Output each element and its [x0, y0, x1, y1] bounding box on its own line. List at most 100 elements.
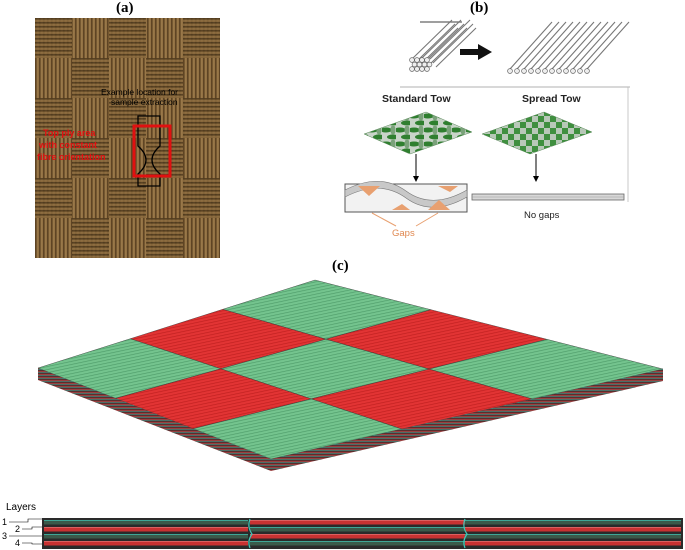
layer-band: [465, 527, 681, 532]
layers-cross-section: [42, 518, 683, 549]
layer-band: [44, 541, 248, 546]
sample-outline: [137, 115, 161, 187]
fibre-end: [419, 57, 425, 63]
weave-check: [183, 178, 220, 218]
no-gaps-label: No gaps: [524, 210, 560, 221]
fibre: [544, 21, 588, 70]
layer-band: [250, 541, 465, 546]
panel-label-b: (b): [470, 0, 489, 16]
plate-left-edge: [38, 368, 271, 471]
weave-check: [109, 178, 146, 218]
ply-joint: [248, 518, 253, 549]
spread-tow-cross-section: [471, 193, 625, 201]
weave-check: [72, 58, 109, 98]
panel-c-model: Layers 1 2 3 4: [2, 279, 683, 549]
arrow-right-icon: [460, 44, 492, 60]
weave-check: [146, 58, 183, 98]
layer-band: [44, 527, 248, 532]
fibre: [537, 21, 581, 70]
constant-orientation-box: [132, 124, 172, 178]
svg-text:2: 2: [15, 524, 20, 534]
fibre: [509, 21, 553, 70]
layer-band: [465, 534, 681, 539]
fibre-end: [521, 68, 527, 74]
standard-tow-cross-section: [344, 181, 468, 213]
fibre: [586, 21, 630, 70]
weave-check: [109, 98, 146, 138]
svg-text:with constant: with constant: [38, 140, 97, 150]
fibre-end: [514, 68, 520, 74]
layer-band: [250, 534, 465, 539]
fibre: [558, 21, 602, 70]
fibre: [429, 19, 471, 60]
weave-check: [146, 218, 183, 258]
standard-tow-bundle: [409, 19, 477, 72]
weave-check: [183, 98, 220, 138]
standard-tow-label: Standard Tow: [382, 93, 451, 105]
fibre-end: [570, 68, 576, 74]
panel-b-diagram: Standard Tow Spread Tow Gaps No gaps: [344, 19, 630, 239]
panel-label-a: (a): [116, 0, 134, 16]
tile-green: [192, 398, 403, 460]
weave-check: [72, 218, 109, 258]
fibre: [435, 27, 477, 68]
weave-check: [35, 178, 72, 218]
panel-a-photo: Example location for sample extraction T…: [35, 18, 220, 258]
spread-tow-label: Spread Tow: [522, 93, 582, 105]
fibre-end: [577, 68, 583, 74]
fibre: [551, 21, 595, 70]
layer-band: [44, 520, 248, 525]
fibre-end: [424, 57, 430, 63]
weave-check: [35, 18, 72, 58]
ply-joint: [463, 518, 468, 549]
fibre: [420, 19, 462, 60]
fibre-end: [414, 66, 420, 72]
svg-text:Top ply area: Top ply area: [43, 128, 96, 138]
svg-text:4: 4: [15, 538, 20, 548]
fibre: [523, 21, 567, 70]
fibre: [579, 21, 623, 70]
fibre: [411, 19, 453, 60]
fibre-end: [411, 61, 418, 68]
fibre: [426, 27, 468, 68]
annotation-red: Top ply area with constant fibre orienta…: [37, 128, 106, 162]
fibre-end: [421, 61, 428, 68]
fibre: [530, 21, 574, 70]
spread-tow-bundle: [507, 21, 630, 74]
layer-band: [465, 541, 681, 546]
fibre-end: [549, 68, 555, 74]
annotation-example-line1: Example location for: [101, 87, 178, 97]
fibre-end: [507, 68, 513, 74]
svg-text:3: 3: [2, 531, 7, 541]
fibre-end: [563, 68, 569, 74]
svg-text:1: 1: [2, 517, 7, 527]
weave-check: [109, 18, 146, 58]
fibre: [565, 21, 609, 70]
layers-title: Layers: [6, 502, 36, 513]
spread-tow-fabric: [481, 111, 593, 155]
gaps-label: Gaps: [392, 228, 415, 239]
fibre: [423, 23, 465, 64]
fibre-end: [414, 57, 420, 63]
panel-label-c: (c): [332, 258, 349, 274]
svg-text:fibre orientation: fibre orientation: [37, 152, 106, 162]
weave-check: [183, 18, 220, 58]
fibre-end: [542, 68, 548, 74]
layer-band: [465, 520, 681, 525]
fibre-end: [535, 68, 541, 74]
plate-right-edge: [271, 369, 663, 471]
fibre-end: [528, 68, 534, 74]
fibre-end: [419, 66, 425, 72]
fibre-end: [426, 61, 433, 68]
layer-band: [250, 527, 465, 532]
layer-band: [250, 520, 465, 525]
fibre: [516, 21, 560, 70]
fibre: [414, 23, 456, 64]
fibre-end: [424, 66, 430, 72]
weave-check: [72, 138, 109, 178]
layer-number-labels: 1 2 3 4: [2, 517, 20, 548]
fibre-end: [556, 68, 562, 74]
weave-check: [35, 98, 72, 138]
layer-band: [44, 534, 248, 539]
fibre: [432, 23, 474, 64]
